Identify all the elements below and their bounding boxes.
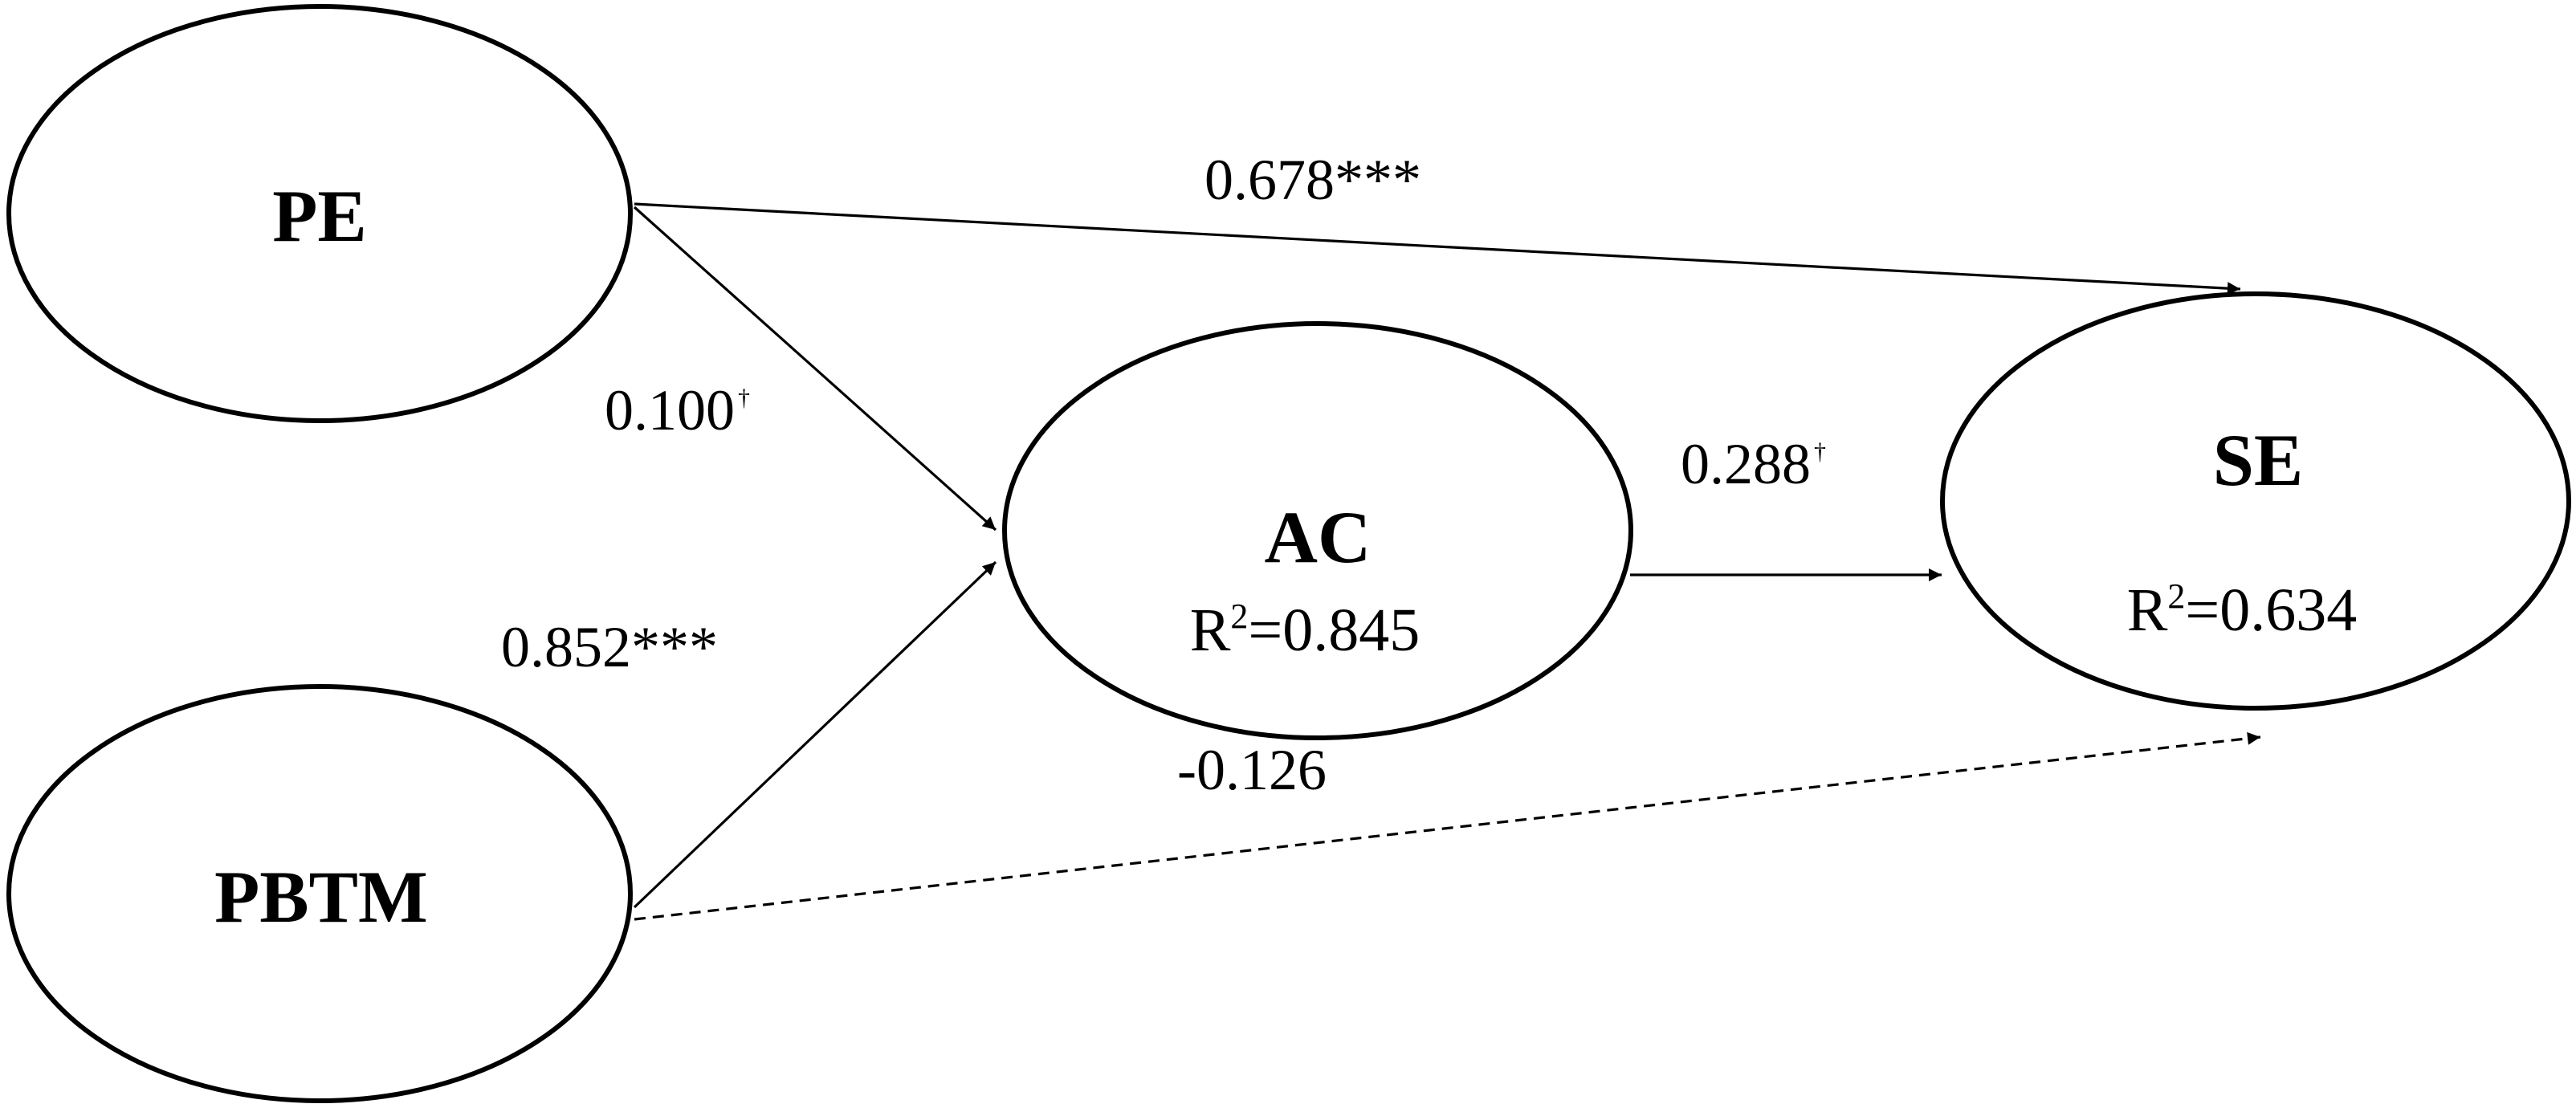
node-se-r2: R2=0.634 xyxy=(2127,576,2358,644)
path-pe-to-ac xyxy=(633,206,997,532)
path-pe-to-se xyxy=(634,202,2241,295)
path-pbtm-to-se xyxy=(634,731,2261,921)
coef-pe-ac: 0.100† xyxy=(605,378,750,442)
node-se: SE R2=0.634 xyxy=(1940,291,2571,711)
node-pe-label: PE xyxy=(272,175,367,257)
coef-pbtm-se: -0.126 xyxy=(1177,738,1327,802)
node-pbtm-label: PBTM xyxy=(214,856,428,938)
path-pbtm-to-ac xyxy=(633,560,997,909)
node-ac-r2: R2=0.845 xyxy=(1190,597,1420,664)
coef-pe-se: 0.678*** xyxy=(1204,148,1421,212)
node-ac-label: AC xyxy=(1265,496,1372,578)
node-se-label: SE xyxy=(2213,419,2304,501)
node-ac: AC R2=0.845 xyxy=(1002,321,1633,740)
node-pe: PE xyxy=(6,4,633,423)
coef-ac-se: 0.288† xyxy=(1681,432,1826,496)
coef-pbtm-ac: 0.852*** xyxy=(501,615,718,679)
node-pbtm: PBTM xyxy=(6,684,633,1103)
